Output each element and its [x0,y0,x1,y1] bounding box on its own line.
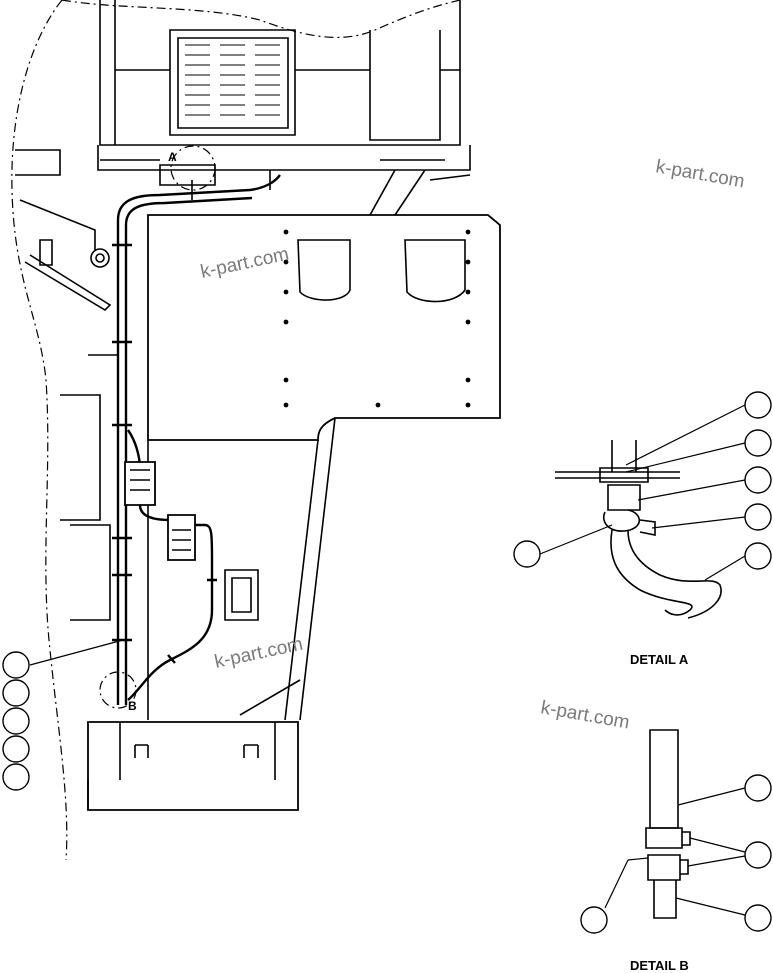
callout-balloon [744,466,772,494]
callout-balloon [580,906,608,934]
callout-balloon [2,707,30,735]
callout-balloon [744,904,772,932]
panel-bolt-holes [283,229,471,408]
upper-frame [97,0,471,171]
panel-cutout-right [404,239,466,303]
callout-balloon [744,503,772,531]
callout-balloon [744,391,772,419]
cab-roof-outline [61,0,461,39]
filter-assembly [124,164,216,561]
detail-a-marker [170,145,216,191]
callout-balloon [744,542,772,570]
detail-b-view: DETAIL B [580,729,772,973]
watermark: k-part.com [654,156,746,192]
panel-cutout-left [297,239,351,301]
hose-routing [116,170,281,705]
base-block [87,721,299,811]
diagonal-brace [369,169,471,216]
hose-clamps [112,243,217,664]
detail-a-view: DETAIL A [513,391,772,667]
side-panel [147,214,501,441]
callout-balloon [744,841,772,869]
detail-a-ref: A [168,150,177,164]
callout-balloon [2,763,30,791]
detail-b-ref: B [128,699,137,713]
detail-b-marker [99,671,137,709]
callout-balloon [2,679,30,707]
callout-balloon [2,651,30,679]
detail-a-label: DETAIL A [630,652,689,667]
left-side-structure [15,149,118,621]
machine-outline [11,0,68,861]
callout-balloon [2,735,30,763]
callout-balloon [513,540,541,568]
watermark: k-part.com [539,697,631,733]
lower-frame [147,417,336,721]
callout-balloon [744,774,772,802]
detail-b-label: DETAIL B [630,958,689,973]
radiator-grille [185,44,280,116]
callout-balloon [744,429,772,457]
main-callouts [2,639,124,791]
